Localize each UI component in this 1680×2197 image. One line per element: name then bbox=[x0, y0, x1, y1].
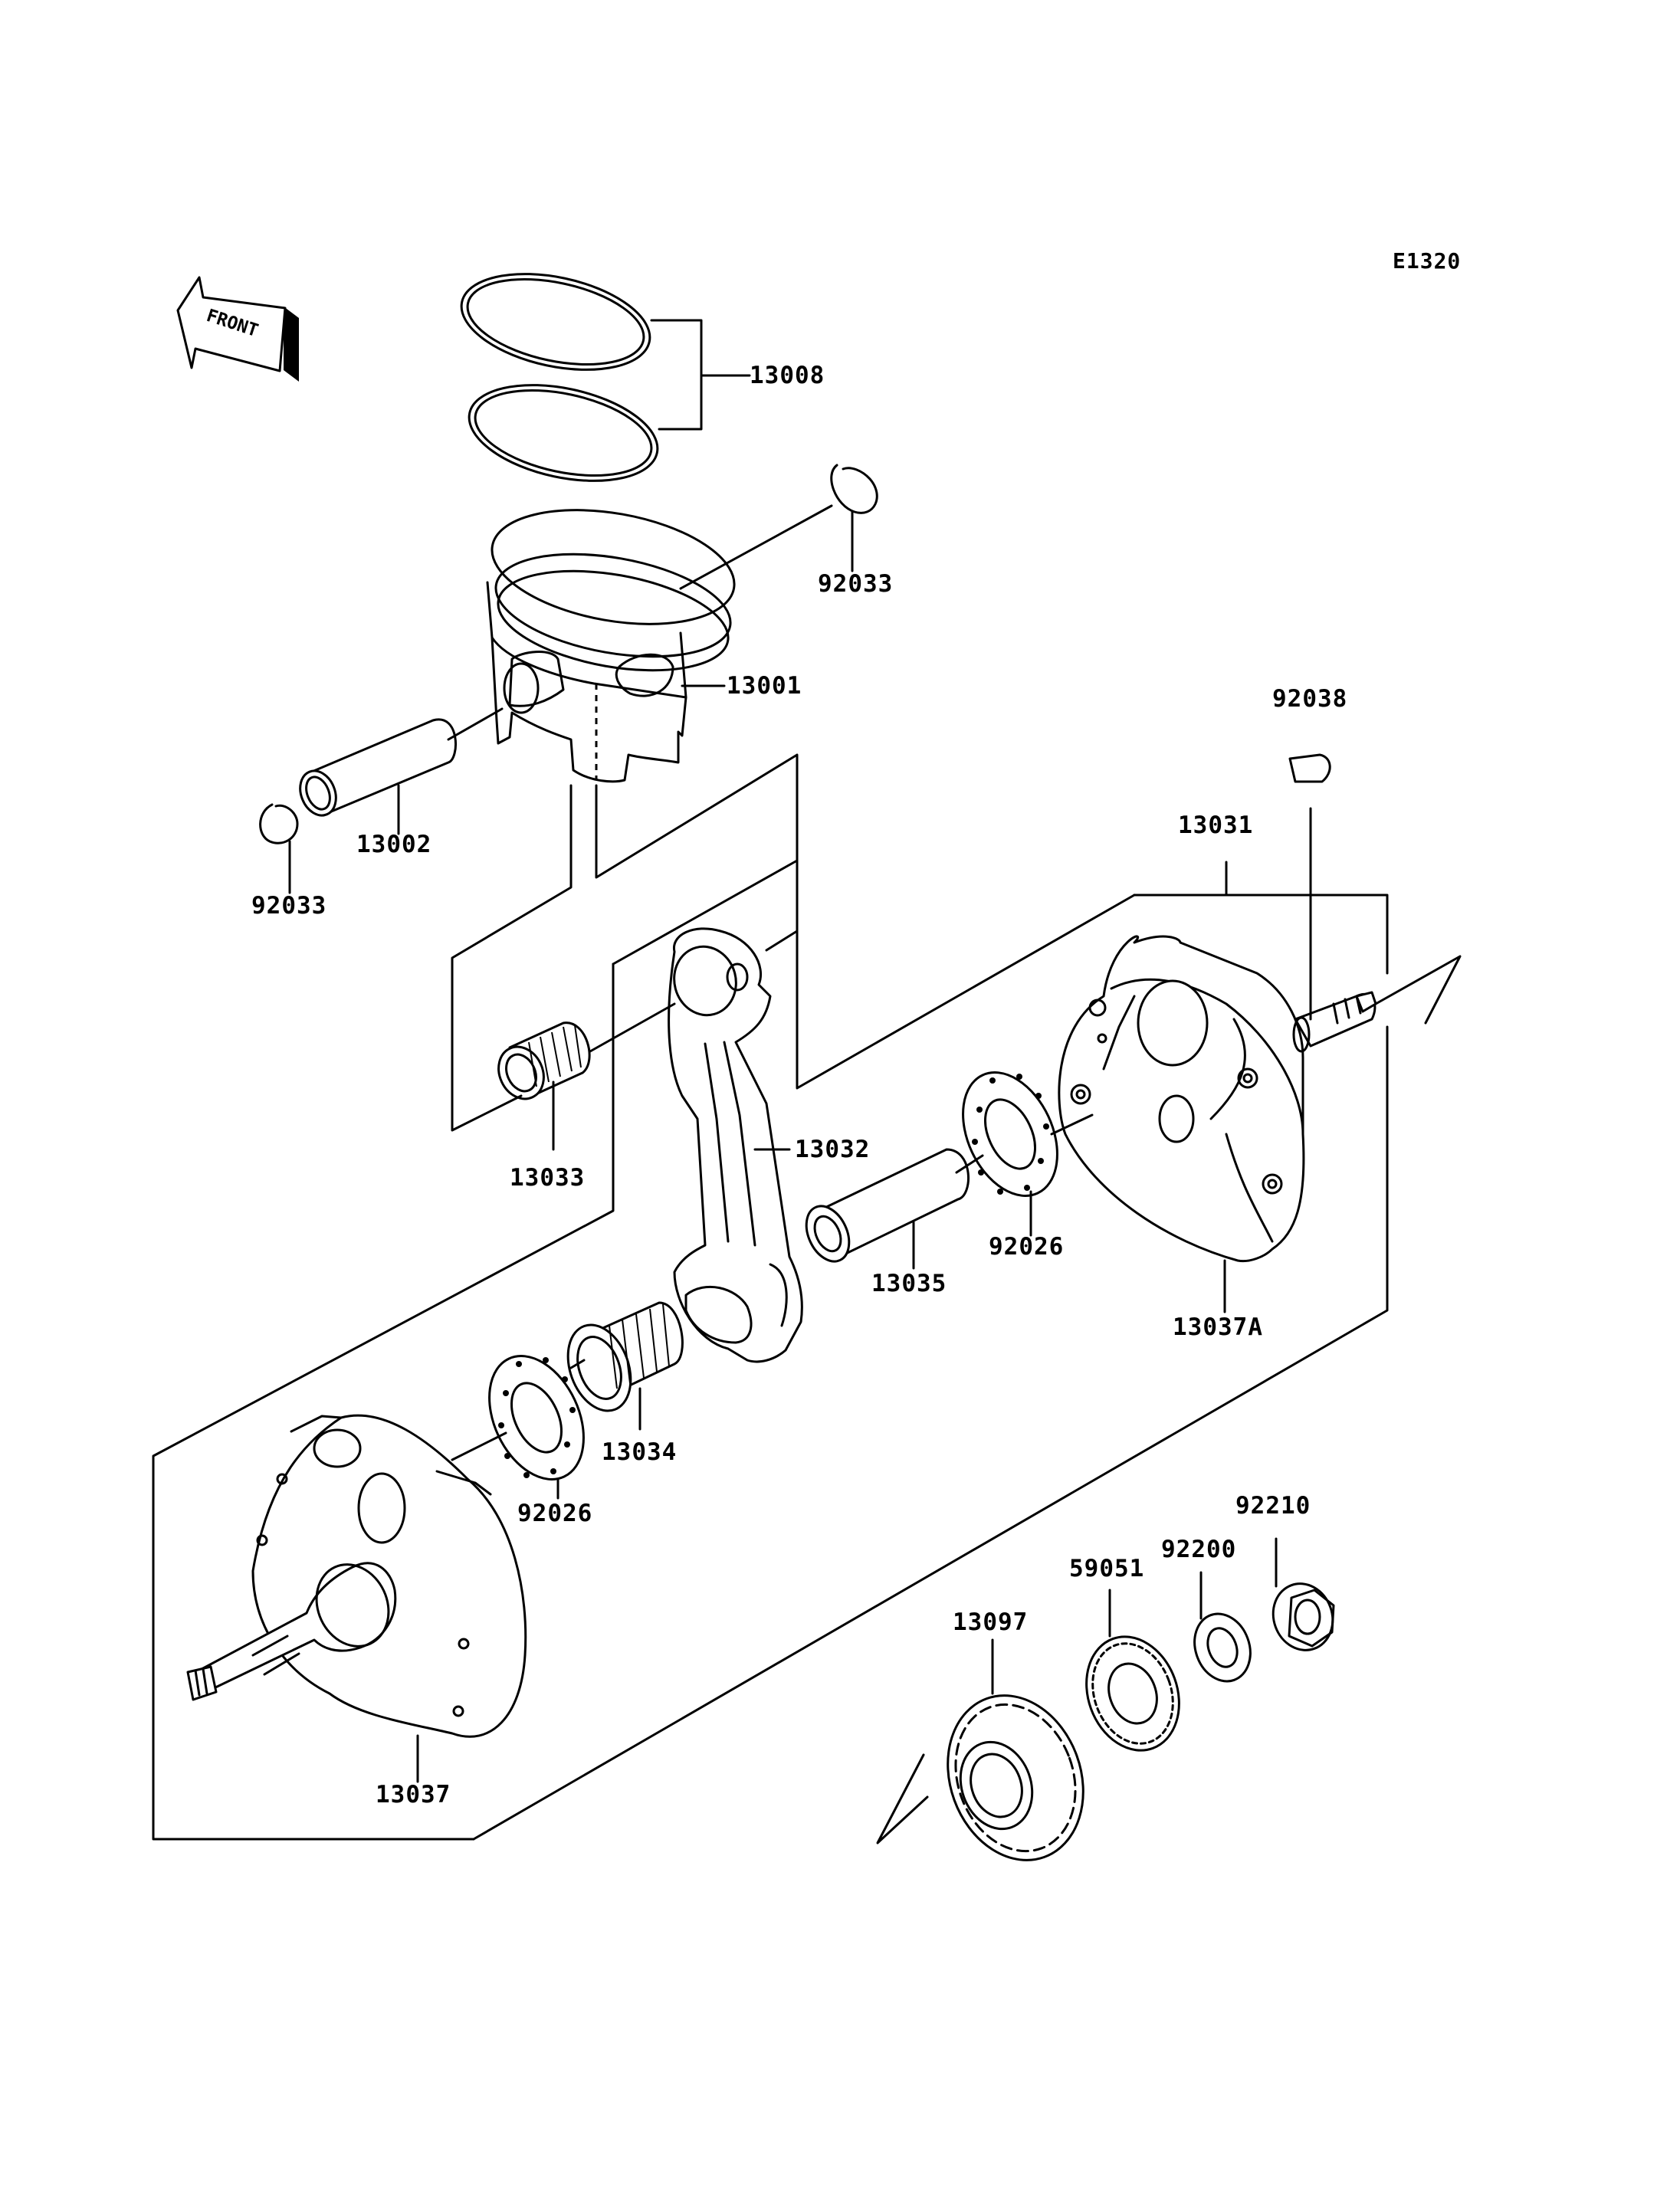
label-13002[interactable]: 13002 bbox=[356, 831, 431, 858]
small-end-bearing-icon bbox=[497, 1021, 591, 1100]
part-labels: 13008 92033 13001 13002 92033 92038 1303… bbox=[251, 362, 1347, 1808]
big-end-bearing-icon bbox=[566, 1301, 684, 1412]
connecting-rod-icon bbox=[668, 927, 803, 1363]
piston-rings-icon bbox=[460, 273, 659, 482]
label-13032[interactable]: 13032 bbox=[795, 1136, 870, 1163]
label-92026-left[interactable]: 92026 bbox=[517, 1500, 592, 1527]
label-13008[interactable]: 13008 bbox=[750, 362, 825, 389]
label-59051[interactable]: 59051 bbox=[1069, 1555, 1144, 1582]
front-arrow-icon: FRONT bbox=[176, 276, 299, 382]
piston-pin-icon bbox=[299, 718, 457, 817]
piston-icon bbox=[486, 509, 736, 783]
leader-lines bbox=[152, 319, 1462, 1844]
label-13034[interactable]: 13034 bbox=[602, 1438, 677, 1466]
flywheel-left-icon bbox=[186, 1414, 527, 1738]
label-13001[interactable]: 13001 bbox=[727, 672, 802, 700]
label-92033-right[interactable]: 92033 bbox=[818, 570, 893, 598]
label-13037[interactable]: 13037 bbox=[376, 1781, 451, 1808]
woodruff-key-icon bbox=[1288, 753, 1331, 783]
circlip-right-icon bbox=[830, 464, 878, 514]
thrust-washer-right-icon bbox=[962, 1071, 1058, 1197]
flange-nut-icon bbox=[1271, 1582, 1335, 1651]
label-13031[interactable]: 13031 bbox=[1178, 812, 1253, 839]
label-13035[interactable]: 13035 bbox=[871, 1270, 947, 1297]
diagram-reference: E1320 bbox=[1393, 248, 1461, 274]
thrust-washer-left-icon bbox=[488, 1355, 585, 1481]
crank-pin-icon bbox=[805, 1148, 970, 1263]
label-13097[interactable]: 13097 bbox=[953, 1608, 1028, 1636]
label-92200[interactable]: 92200 bbox=[1161, 1536, 1236, 1563]
washer-icon bbox=[1193, 1612, 1252, 1683]
label-92038[interactable]: 92038 bbox=[1272, 685, 1347, 713]
label-13037A[interactable]: 13037A bbox=[1173, 1313, 1263, 1341]
primary-gear-icon bbox=[947, 1694, 1084, 1861]
flywheel-right-icon bbox=[1058, 935, 1377, 1263]
label-92026-right[interactable]: 92026 bbox=[989, 1233, 1064, 1261]
circlip-left-icon bbox=[259, 803, 299, 844]
balancer-gear-icon bbox=[1085, 1635, 1180, 1752]
label-92033-left[interactable]: 92033 bbox=[251, 892, 326, 920]
label-13033[interactable]: 13033 bbox=[510, 1164, 585, 1192]
label-92210[interactable]: 92210 bbox=[1235, 1492, 1311, 1520]
